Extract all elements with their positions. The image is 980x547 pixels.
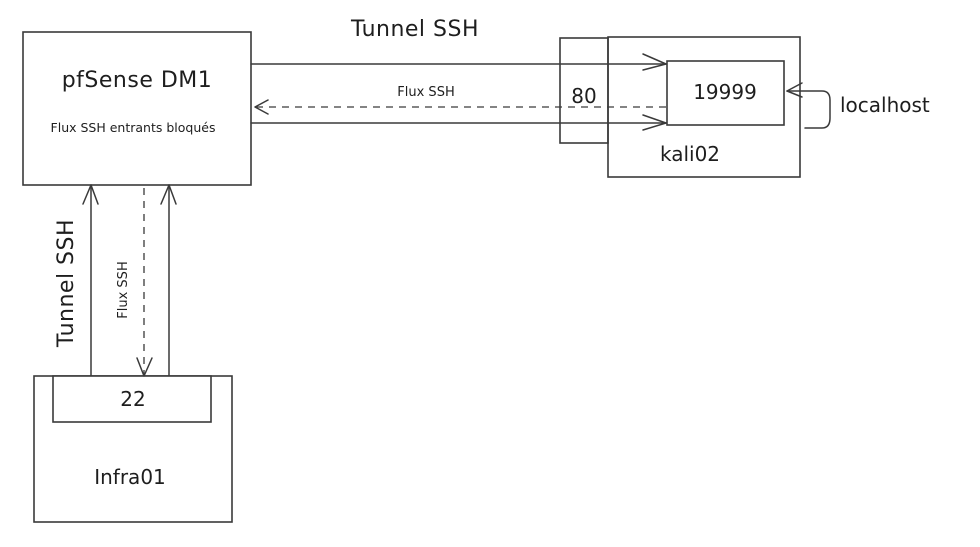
arrow-head-icon	[136, 357, 153, 377]
arrow-head-icon	[642, 114, 667, 131]
infra-node: 22 Infra01	[33, 375, 233, 523]
arrow-head-icon	[160, 184, 177, 205]
loopback-edge: localhost	[786, 82, 930, 129]
left-flux-label: Flux SSH	[116, 261, 131, 318]
port-80-box	[559, 37, 609, 144]
left-tunnel-edge: Tunnel SSH	[54, 184, 177, 376]
port-22-box	[52, 375, 212, 423]
loopback-label: localhost	[840, 93, 930, 117]
arrow-head-icon	[786, 82, 803, 98]
top-flux-label: Flux SSH	[397, 85, 454, 100]
arrow-head-icon	[642, 53, 667, 71]
arrow-head-icon	[82, 184, 99, 205]
kali-label: kali02	[660, 142, 720, 166]
port-19999-box	[666, 60, 785, 126]
left-tunnel-label: Tunnel SSH	[54, 219, 79, 348]
top-tunnel-edge: Tunnel SSH	[250, 17, 667, 131]
pfsense-node: pfSense DM1 Flux SSH entrants bloqués	[22, 31, 252, 186]
top-flux-edge: Flux SSH	[254, 85, 666, 115]
top-tunnel-label: Tunnel SSH	[350, 17, 479, 42]
pfsense-box	[22, 31, 252, 186]
port-80-label: 80	[571, 84, 596, 108]
left-flux-edge: Flux SSH	[116, 188, 153, 377]
pfsense-title: pfSense DM1	[62, 68, 213, 93]
pfsense-subtitle: Flux SSH entrants bloqués	[51, 120, 216, 135]
infra-label: Infra01	[94, 465, 166, 489]
port-22-label: 22	[120, 387, 145, 411]
kali-node: 80 19999 kali02	[559, 36, 801, 178]
arrow-head-icon	[254, 99, 269, 115]
port-19999-label: 19999	[693, 80, 757, 104]
loopback-line	[786, 90, 831, 129]
